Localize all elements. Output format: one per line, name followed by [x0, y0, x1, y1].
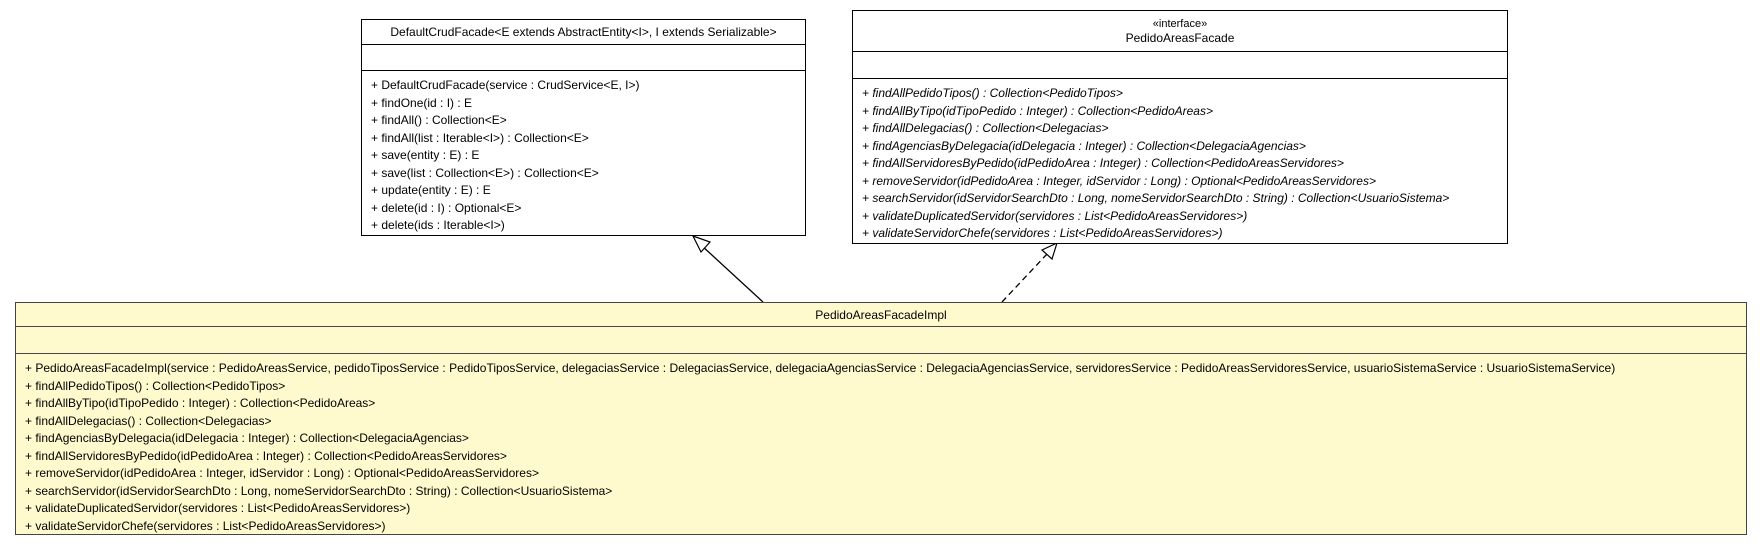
interface-name: PedidoAreasFacade	[1125, 31, 1235, 45]
operation: + removeServidor(idPedidoArea : Integer,…	[25, 466, 539, 480]
operation: + PedidoAreasFacadeImpl(service : Pedido…	[25, 361, 1616, 375]
operation: + findAllByTipo(idTipoPedido : Integer) …	[862, 103, 1213, 118]
operation: + removeServidor(idPedidoArea : Integer,…	[862, 173, 1376, 188]
operation: + findAllServidoresByPedido(idPedidoArea…	[25, 448, 507, 463]
operation: + findAllServidoresByPedido(idPedidoArea…	[862, 156, 1344, 170]
operation: + validateServidorChefe(servidores : Lis…	[862, 226, 1223, 240]
operation: + findAllByTipo(idTipoPedido : Integer) …	[25, 396, 376, 410]
operation: + delete(ids : Iterable<I>)	[371, 218, 505, 232]
attributes-compartment	[853, 52, 1507, 79]
operation: + validateServidorChefe(servidores : Lis…	[25, 518, 386, 533]
class-name: DefaultCrudFacade<E extends AbstractEnti…	[390, 25, 777, 39]
operation: + delete(id : I) : Optional<E>	[371, 200, 522, 215]
operation: + findAllPedidoTipos() : Collection<Pedi…	[25, 378, 286, 393]
operations-compartment: + findAllPedidoTipos() : Collection<Pedi…	[853, 79, 1507, 243]
class-pedido-areas-facade-impl[interactable]: PedidoAreasFacadeImpl + PedidoAreasFacad…	[15, 302, 1747, 535]
operation: + validateDuplicatedServidor(servidores …	[25, 501, 411, 515]
operation: + findAllPedidoTipos() : Collection<Pedi…	[862, 86, 1123, 100]
attributes-compartment	[16, 327, 1746, 354]
interface-header: «interface» PedidoAreasFacade	[853, 11, 1507, 52]
operation: + searchServidor(idServidorSearchDto : L…	[25, 483, 613, 498]
operation: + findAll(list : Iterable<I>) : Collecti…	[371, 130, 589, 145]
realization-arrowhead	[1040, 241, 1058, 261]
operation: + DefaultCrudFacade(service : CrudServic…	[371, 78, 640, 92]
operation: + findAll() : Collection<E>	[371, 113, 507, 127]
class-header: DefaultCrudFacade<E extends AbstractEnti…	[362, 20, 805, 45]
class-header: PedidoAreasFacadeImpl	[16, 303, 1746, 327]
operation: + findAllDelegacias() : Collection<Deleg…	[25, 413, 272, 428]
operation: + validateDuplicatedServidor(servidores …	[862, 208, 1248, 223]
operations-compartment: + DefaultCrudFacade(service : CrudServic…	[362, 71, 805, 235]
generalization-line	[700, 244, 764, 303]
operation: + findAllDelegacias() : Collection<Deleg…	[862, 121, 1109, 135]
operation: + save(entity : E) : E	[371, 148, 480, 162]
generalization-arrowhead	[691, 234, 712, 254]
operation: + findAgenciasByDelegacia(idDelegacia : …	[862, 138, 1306, 153]
operation: + update(entity : E) : E	[371, 183, 491, 197]
class-default-crud-facade[interactable]: DefaultCrudFacade<E extends AbstractEnti…	[361, 19, 806, 236]
operation: + save(list : Collection<E>) : Collectio…	[371, 165, 599, 180]
attributes-compartment	[362, 45, 805, 71]
operation: + findOne(id : I) : E	[371, 95, 473, 110]
operation: + searchServidor(idServidorSearchDto : L…	[862, 191, 1450, 205]
interface-pedido-areas-facade[interactable]: «interface» PedidoAreasFacade + findAllP…	[852, 10, 1508, 244]
operations-compartment: + PedidoAreasFacadeImpl(service : Pedido…	[16, 354, 1746, 535]
realization-line	[1001, 253, 1048, 303]
class-name: PedidoAreasFacadeImpl	[815, 307, 947, 322]
operation: + findAgenciasByDelegacia(idDelegacia : …	[25, 431, 469, 445]
interface-stereotype: «interface»	[1152, 18, 1208, 30]
